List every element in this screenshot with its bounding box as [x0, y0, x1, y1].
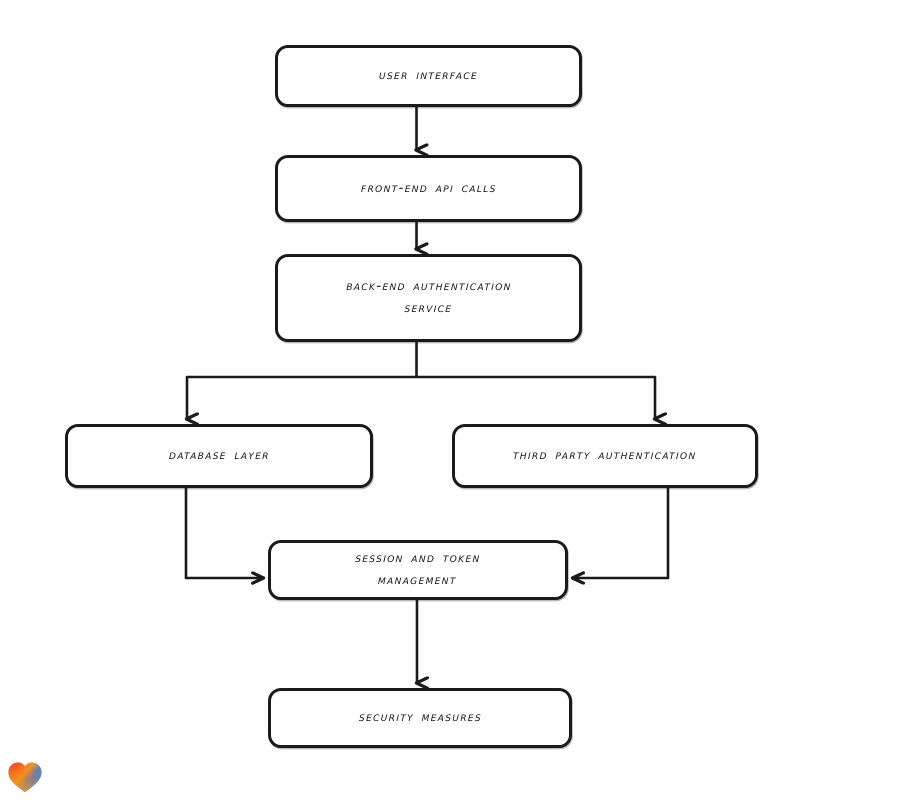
node-session-and-token-management[interactable]: Session and Token Management	[268, 540, 568, 600]
node-label-database-layer: Database Layer	[168, 447, 270, 464]
edge-database-to-session	[184, 488, 263, 578]
edge-backend-to-thirdparty	[416, 375, 656, 419]
node-front-end-api-calls[interactable]: Front-End API Calls	[275, 155, 582, 222]
edge-thirdparty-to-session	[573, 488, 670, 578]
node-third-party-authentication[interactable]: Third Party Authentication	[452, 424, 758, 488]
node-label-back-end-authentication-service: Back-End Authentication Service	[345, 278, 512, 316]
node-user-interface[interactable]: User Interface	[275, 45, 582, 107]
node-label-session-and-token-management: Session and Token Management	[355, 550, 482, 588]
edge-backend-to-database	[187, 375, 417, 419]
heart-icon	[8, 762, 42, 793]
node-security-measures[interactable]: Security Measures	[268, 688, 572, 748]
node-back-end-authentication-service[interactable]: Back-End Authentication Service	[275, 254, 582, 342]
node-database-layer[interactable]: Database Layer	[65, 424, 373, 488]
node-label-third-party-authentication: Third Party Authentication	[513, 447, 697, 464]
node-label-security-measures: Security Measures	[358, 709, 482, 726]
node-label-user-interface: User Interface	[378, 67, 479, 84]
node-label-front-end-api-calls: Front-End API Calls	[360, 179, 497, 196]
